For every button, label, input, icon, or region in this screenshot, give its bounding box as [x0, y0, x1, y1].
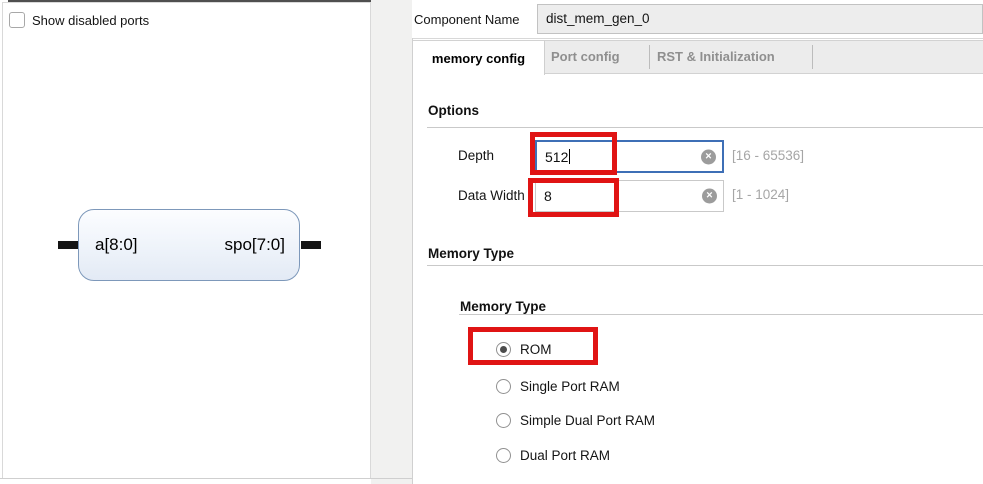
radio-button-icon: [496, 341, 511, 357]
data-width-range-hint: [1 - 1024]: [732, 187, 790, 202]
radio-rom-label: ROM: [520, 341, 552, 357]
depth-input[interactable]: 512 ×: [535, 140, 724, 173]
clear-icon[interactable]: ×: [701, 149, 716, 164]
depth-label: Depth: [458, 148, 495, 163]
radio-button-icon: [496, 447, 511, 463]
memory-type-heading: Memory Type: [428, 246, 515, 261]
show-disabled-ports-label: Show disabled ports: [32, 13, 150, 28]
left-panel-top-border: [8, 0, 372, 2]
panel-left-border: [412, 38, 413, 484]
radio-simple-dual-port-ram-label: Simple Dual Port RAM: [520, 412, 656, 428]
annotation-box-depth: [530, 132, 617, 175]
data-width-input[interactable]: 8 ×: [535, 180, 724, 212]
radio-dual-port-ram[interactable]: Dual Port RAM: [496, 446, 610, 464]
port-stub-right: [301, 241, 321, 249]
block-diagram-panel: Show disabled ports a[8:0] spo[7:0]: [2, 2, 371, 479]
show-disabled-ports-checkbox[interactable]: [9, 12, 25, 28]
radio-button-icon: [496, 378, 511, 394]
tab-separator: [649, 45, 650, 69]
depth-range-hint: [16 - 65536]: [732, 148, 805, 163]
memory-type-subheading: Memory Type: [460, 299, 547, 314]
options-heading: Options: [428, 103, 479, 118]
section-divider: [427, 265, 983, 266]
radio-button-icon: [496, 412, 511, 428]
port-stub-left: [58, 241, 78, 249]
ip-block-symbol: a[8:0] spo[7:0]: [78, 209, 300, 281]
configuration-panel: [412, 0, 983, 484]
annotation-box-data-width: [528, 178, 619, 217]
depth-value: 512: [545, 148, 569, 165]
left-panel-bottom-border: [0, 478, 412, 479]
section-divider: [427, 127, 983, 128]
radio-rom[interactable]: ROM: [496, 340, 552, 358]
component-name-label: Component Name: [414, 12, 520, 27]
section-divider: [459, 314, 983, 315]
panel-splitter[interactable]: [371, 0, 412, 484]
clear-icon[interactable]: ×: [702, 188, 717, 204]
output-port-label: spo[7:0]: [224, 235, 286, 254]
data-width-value: 8: [544, 188, 552, 204]
tab-port-config[interactable]: Port config: [551, 49, 620, 64]
annotation-box-rom: [468, 327, 598, 365]
radio-single-port-ram-label: Single Port RAM: [520, 378, 620, 394]
component-name-input[interactable]: dist_mem_gen_0: [537, 4, 983, 34]
text-caret: [569, 149, 571, 164]
tab-memory-config[interactable]: memory config: [413, 40, 545, 75]
radio-simple-dual-port-ram[interactable]: Simple Dual Port RAM: [496, 411, 655, 429]
data-width-label: Data Width: [458, 188, 525, 203]
input-port-label: a[8:0]: [95, 235, 138, 254]
tab-separator: [812, 45, 813, 69]
tab-rst-initialization[interactable]: RST & Initialization: [657, 49, 775, 64]
radio-single-port-ram[interactable]: Single Port RAM: [496, 377, 620, 395]
radio-dual-port-ram-label: Dual Port RAM: [520, 447, 611, 463]
header-divider: [412, 38, 983, 39]
